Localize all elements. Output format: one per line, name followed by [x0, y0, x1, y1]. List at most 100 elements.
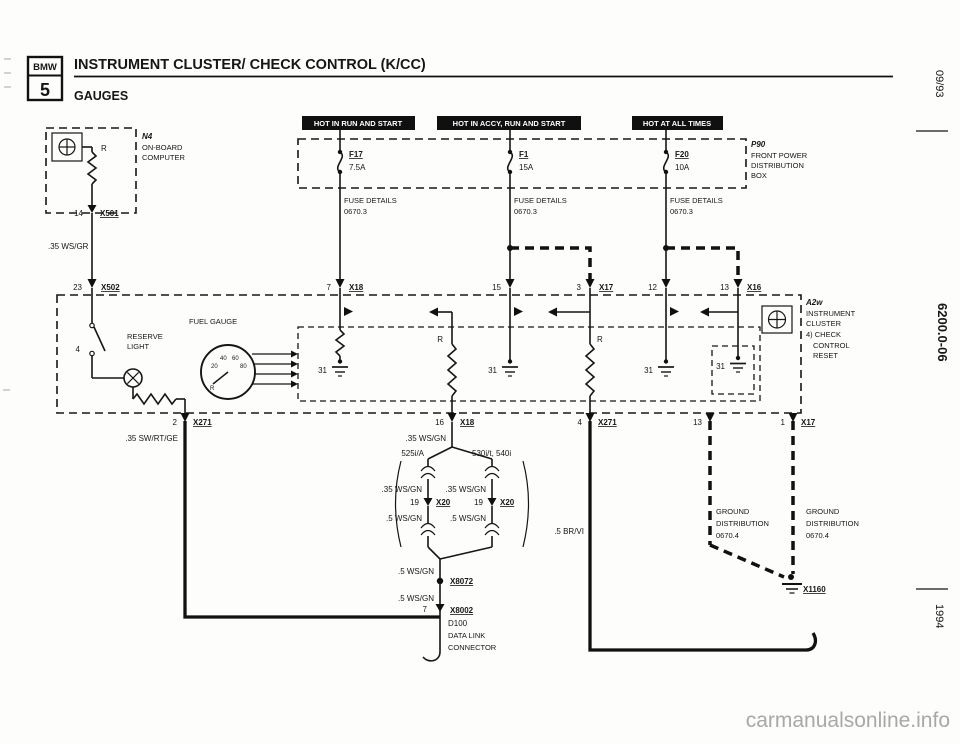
- fuse-details-3: FUSE DETAILS: [670, 196, 723, 205]
- connector-x18-bottom: 16 X18: [435, 413, 475, 427]
- fuse1-name: F17: [349, 150, 363, 159]
- p90-line1: FRONT POWER: [751, 151, 808, 160]
- wire-ws-gr: .35 WS/GR 23 X502: [48, 213, 120, 292]
- p90-id: P90: [751, 140, 766, 149]
- x271-r-name: X271: [598, 418, 617, 427]
- cluster-line2: CLUSTER: [806, 319, 842, 328]
- sw-rt-ge-label: .35 SW/RT/GE: [125, 434, 178, 443]
- x271-l-pin: 2: [173, 418, 178, 427]
- switch-pin-label: 4: [76, 345, 81, 354]
- gnd-dist2-line2: DISTRIBUTION: [806, 519, 859, 528]
- ground-distribution-note-2: GROUND DISTRIBUTION 0670.4: [806, 507, 859, 540]
- x18-bot-pin: 16: [435, 418, 444, 427]
- reserve-light-lamp: RESERVE LIGHT: [123, 332, 186, 413]
- watermark: carmanualsonline.info: [746, 709, 950, 732]
- logo-brand-label: BMW: [33, 62, 57, 73]
- variant-branch-section: .35 WS/GN 525i/A 530i/t, 540i .35 WS/GN …: [382, 422, 530, 560]
- x502-name: X502: [101, 283, 120, 292]
- cluster-id: A2w: [805, 298, 823, 307]
- pin12-label: 12: [648, 283, 657, 292]
- connector-x17-bottom: 1 X17: [781, 413, 816, 427]
- ws-gn5-upper: .5 WS/GN: [398, 567, 434, 576]
- ground-distribution-note-1: GROUND DISTRIBUTION 0670.4: [716, 507, 769, 540]
- x501-pin: 14: [74, 209, 83, 218]
- scan-marks: [3, 58, 11, 391]
- ground-31-1: 31: [318, 366, 327, 375]
- branch-530i: .35 WS/GN 19 X20 .5 WS/GN: [439, 459, 515, 560]
- reserve-resistor: [132, 392, 177, 406]
- ws-gn-branch-l: .35 WS/GN: [382, 485, 423, 494]
- gauge-coil: [334, 329, 346, 357]
- cluster-id-block: A2w INSTRUMENT CLUSTER 4) CHECK CONTROL …: [761, 298, 856, 360]
- fuse2-rating: 15A: [519, 163, 534, 172]
- x18-bot-name: X18: [460, 418, 475, 427]
- pin15-label: 15: [492, 283, 501, 292]
- x17-bot-pin: 1: [781, 418, 786, 427]
- pin13-label: 13: [693, 418, 702, 427]
- gnd-dist1-line1: GROUND: [716, 507, 750, 516]
- power-box-label: P90 FRONT POWER DISTRIBUTION BOX: [751, 140, 808, 180]
- gauge-tick-80: 80: [240, 364, 247, 370]
- bus1-label: HOT IN RUN AND START: [314, 119, 403, 128]
- fuse3-name: F20: [675, 150, 689, 159]
- sender-resistor-right: R: [548, 288, 603, 413]
- fuse-f20: F20 10A: [662, 130, 690, 279]
- connector-x271-left: 2 X271: [173, 413, 212, 427]
- fuse-details-ref-1: 0670.3: [344, 207, 367, 216]
- bmw-logo: BMW 5: [26, 55, 64, 102]
- n4-resistor-label: R: [101, 144, 107, 153]
- fuse-details-ref-2: 0670.3: [514, 207, 537, 216]
- connector-pin15: 15: [492, 279, 515, 292]
- cluster-line1: INSTRUMENT: [806, 309, 856, 318]
- ws-gn5-branch-r: .5 WS/GN: [450, 514, 486, 523]
- ws-gr-label: .35 WS/GR: [48, 242, 89, 251]
- bus3-label: HOT AT ALL TIMES: [643, 119, 711, 128]
- fuse-details-2: FUSE DETAILS: [514, 196, 567, 205]
- instrument-cluster-box: [56, 294, 802, 414]
- wire-end-hook-right: [805, 632, 818, 652]
- variant-530i-label: 530i/t, 540i: [472, 449, 511, 458]
- bus-bar-hot-run-start: HOT IN RUN AND START: [302, 116, 415, 130]
- ws-gn-top-label: .35 WS/GN: [406, 434, 447, 443]
- fuse3-rating: 10A: [675, 163, 690, 172]
- margin-doc-number: 6200.0-06: [935, 303, 950, 362]
- connector-pin13: 13: [693, 413, 715, 427]
- d100-line2: CONNECTOR: [448, 643, 497, 652]
- x8072-label: X8072: [450, 577, 474, 586]
- fuse1-rating: 7.5A: [349, 163, 366, 172]
- variant-paren-right: [522, 460, 530, 548]
- n4-line2: COMPUTER: [142, 153, 186, 162]
- gnd-dist1-line2: DISTRIBUTION: [716, 519, 769, 528]
- variant-525i-label: 525i/A: [401, 449, 424, 458]
- ground-31-2: 31: [488, 366, 497, 375]
- x16-top-name: X16: [747, 283, 762, 292]
- gnd-dist2-ref: 0670.4: [806, 531, 829, 540]
- resistor-r-right: R: [597, 335, 603, 344]
- circuit-leg-2: 31: [488, 288, 523, 377]
- d100-id: D100: [448, 619, 468, 628]
- cluster-line4: CONTROL: [813, 341, 850, 350]
- connector-pin12: 12: [648, 279, 671, 292]
- cluster-line5: RESET: [813, 351, 838, 360]
- n4-line1: ON-BOARD: [142, 143, 183, 152]
- wire-sw-rt-ge: .35 SW/RT/GE: [125, 421, 440, 619]
- x271-r-pin: 4: [578, 418, 583, 427]
- ground-31-4: 31: [716, 362, 725, 371]
- x1160-label: X1160: [803, 585, 826, 594]
- fuse-details-1: FUSE DETAILS: [344, 196, 397, 205]
- ground-variant-box: [711, 345, 755, 395]
- reserve-label-1: RESERVE: [127, 332, 163, 341]
- gauge-r-label: R: [210, 386, 215, 392]
- p90-line2: DISTRIBUTION: [751, 161, 804, 170]
- logo-series-label: 5: [40, 80, 50, 100]
- x501-name: X501: [100, 209, 119, 218]
- data-link-run: .5 WS/GN X8072 .5 WS/GN 7 X8002 D100 DAT…: [398, 559, 497, 662]
- x502-pin: 23: [73, 283, 82, 292]
- connector-x18-top: 7 X18: [327, 279, 364, 292]
- fuse-details-notes: FUSE DETAILS 0670.3 FUSE DETAILS 0670.3 …: [344, 196, 723, 216]
- x8002-pin: 7: [423, 605, 428, 614]
- ws-gn5-branch-l: .5 WS/GN: [386, 514, 422, 523]
- resistor-r-left: R: [437, 335, 443, 344]
- x17-bot-name: X17: [801, 418, 816, 427]
